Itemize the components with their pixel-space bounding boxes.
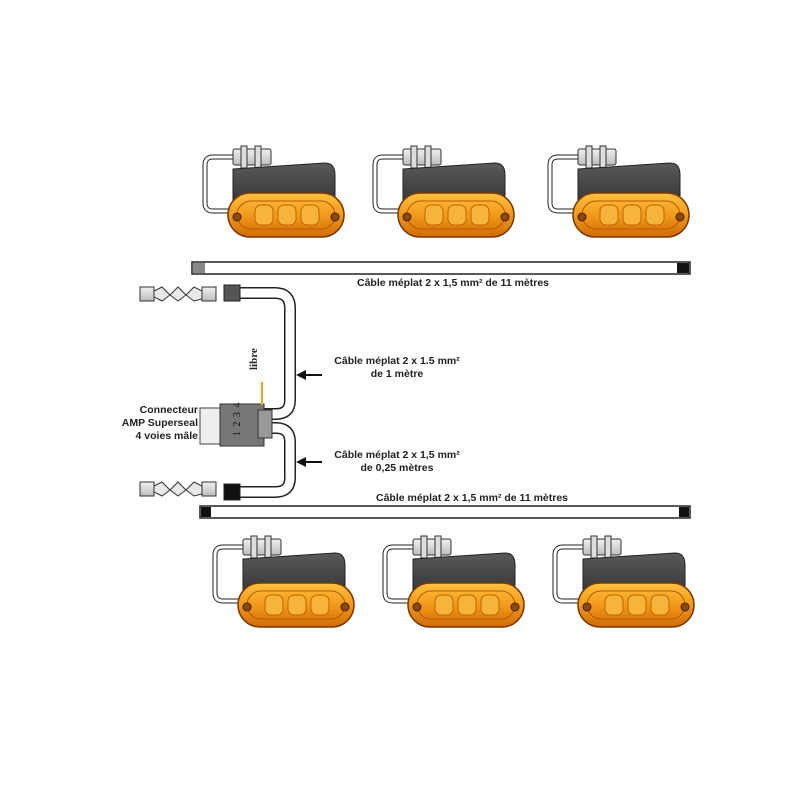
libre-label: libre bbox=[248, 348, 260, 370]
top-lamp-2 bbox=[375, 146, 514, 237]
top-lamp-1 bbox=[205, 146, 344, 237]
cable-025m-label-line1: Câble méplat 2 x 1,5 mm² bbox=[334, 449, 460, 461]
cable-1m-label-line2: de 1 mètre bbox=[370, 368, 424, 380]
cable-1m-label-line1: Câble méplat 2 x 1.5 mm² bbox=[334, 355, 460, 367]
lower-plug-connector bbox=[139, 481, 217, 497]
arrow-1m bbox=[296, 370, 322, 380]
cable-1m-label: Câble méplat 2 x 1.5 mm² de 1 mètre bbox=[322, 355, 472, 381]
top-cable-label: Câble méplat 2 x 1,5 mm² de 11 mètres bbox=[357, 277, 550, 289]
amp-superseal-connector bbox=[199, 403, 273, 447]
branch-cable-1m bbox=[223, 284, 296, 420]
cable-025m-label-line2: de 0,25 mètres bbox=[360, 462, 434, 474]
connector-label-line3: 4 voies mâle bbox=[135, 430, 198, 442]
connector-label: Connecteur AMP Superseal 4 voies mâle bbox=[100, 404, 198, 443]
upper-plug-connector bbox=[139, 286, 217, 302]
bottom-11m-cable bbox=[199, 505, 691, 519]
top-11m-cable bbox=[191, 261, 691, 275]
top-lamp-3 bbox=[550, 146, 689, 237]
bottom-cable-label: Câble méplat 2 x 1,5 mm² de 11 mètres bbox=[376, 492, 569, 504]
bottom-lamp-1 bbox=[215, 536, 354, 627]
cable-025m-label: Câble méplat 2 x 1,5 mm² de 0,25 mètres bbox=[322, 449, 472, 475]
pin-numbers: 1 2 3 4 bbox=[232, 401, 243, 437]
connector-label-line1: Connecteur bbox=[139, 404, 198, 416]
branch-cable-025m bbox=[223, 422, 296, 501]
bottom-lamp-3 bbox=[555, 536, 694, 627]
bottom-lamp-2 bbox=[385, 536, 524, 627]
arrow-025m bbox=[296, 457, 322, 467]
connector-label-line2: AMP Superseal bbox=[121, 417, 198, 429]
